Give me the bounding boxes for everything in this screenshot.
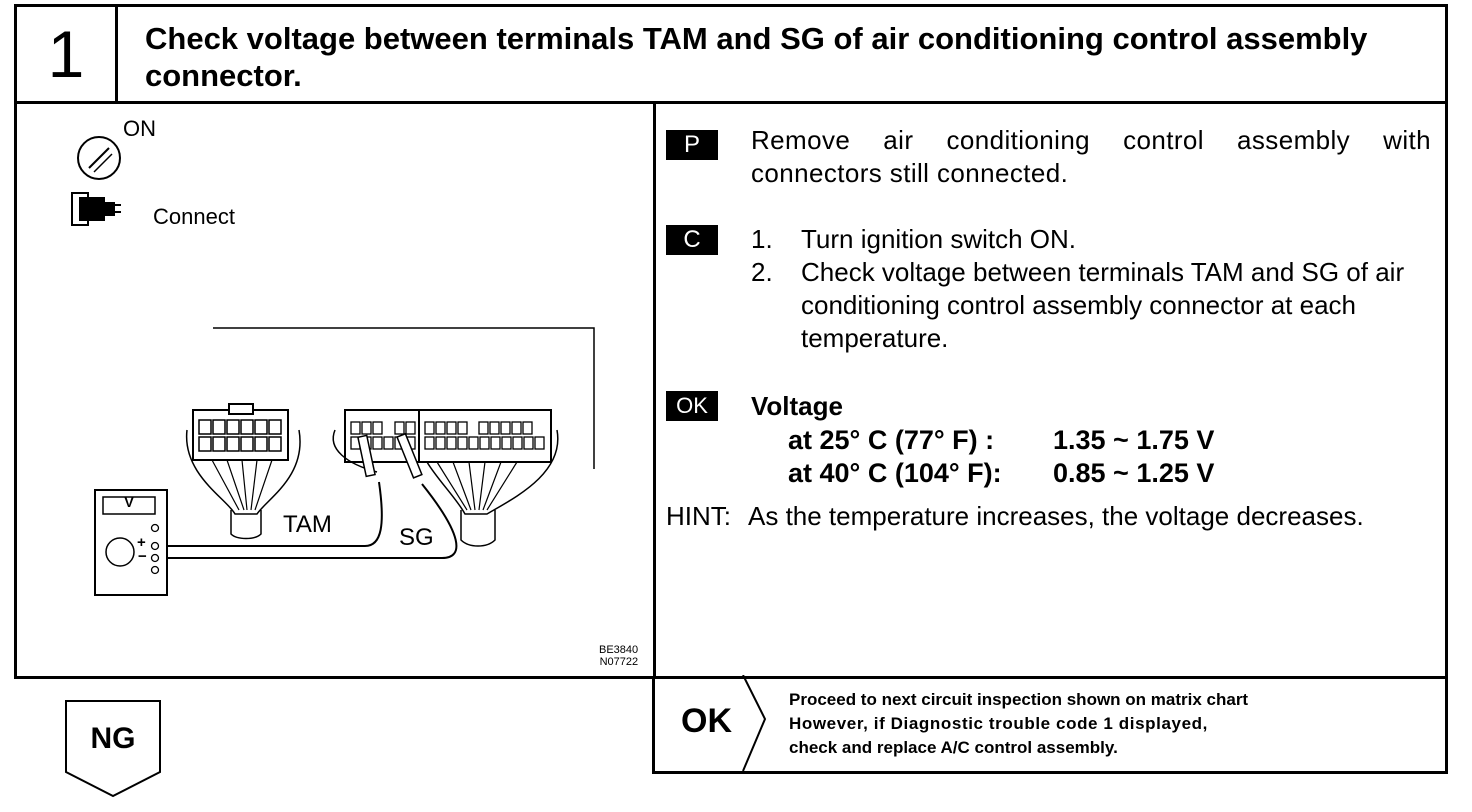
ref-code-1: BE3840	[599, 644, 639, 656]
sg-label: SG	[399, 524, 434, 551]
meter-v-label: V	[124, 494, 134, 510]
spec-condition-1: at 25° C (77° F) :	[788, 425, 995, 455]
ok-result-label: OK	[681, 702, 732, 740]
spec-value-2: 0.85 ~ 1.25 V	[1053, 458, 1215, 488]
procedure-panel: P Remove air conditioning control assemb…	[653, 101, 1448, 679]
meter-minus: −	[138, 548, 147, 565]
voltmeter	[94, 489, 168, 596]
ignition-key-icon	[77, 136, 121, 180]
voltage-heading: Voltage	[751, 391, 843, 421]
ok-result-line-2: However, if Diagnostic trouble code 1 di…	[789, 714, 1208, 733]
test-probes	[357, 432, 423, 479]
spec-condition-2: at 40° C (104° F):	[788, 458, 1002, 488]
ref-code-2: N07722	[599, 656, 639, 669]
check-step-2-num: 2.	[751, 257, 773, 287]
preparation-tag: P	[666, 130, 718, 160]
check-step-1-num: 1.	[751, 224, 773, 254]
meter-plus: +	[137, 534, 146, 551]
connector-diagram	[71, 136, 595, 596]
ng-result-label: NG	[90, 722, 136, 755]
check-tag: C	[666, 225, 718, 255]
step-title: Check voltage between terminals TAM and …	[115, 4, 1448, 104]
check-step-2-text: Check voltage between terminals TAM and …	[801, 257, 1405, 354]
tam-label: TAM	[283, 511, 332, 538]
connector-icon	[71, 192, 121, 226]
ok-result-line-3: check and replace A/C control assembly.	[789, 738, 1118, 757]
connect-label: Connect	[153, 204, 235, 229]
wiring-figure: ON Connect V + − TAM SG BE3840 N07722	[14, 101, 656, 679]
spec-value-1: 1.35 ~ 1.75 V	[1053, 425, 1215, 455]
ok-result-box: OK Proceed to next circuit inspection sh…	[652, 675, 1448, 774]
hint-text: As the temperature increases, the voltag…	[748, 501, 1364, 531]
ng-arrow-shape	[65, 700, 161, 798]
ok-result-line-1: Proceed to next circuit inspection shown…	[789, 690, 1249, 709]
hint-label: HINT:	[666, 501, 731, 531]
right-connector	[332, 409, 559, 547]
ignition-on-label: ON	[123, 116, 156, 141]
check-step-1-text: Turn ignition switch ON.	[801, 224, 1077, 254]
ok-standard-tag: OK	[666, 391, 718, 421]
ng-result-box: NG	[65, 700, 161, 798]
step-number: 1	[14, 4, 118, 104]
ok-arrow-divider	[742, 675, 767, 771]
preparation-text: Remove air conditioning control assembly…	[751, 125, 1431, 189]
left-connector	[186, 403, 301, 540]
